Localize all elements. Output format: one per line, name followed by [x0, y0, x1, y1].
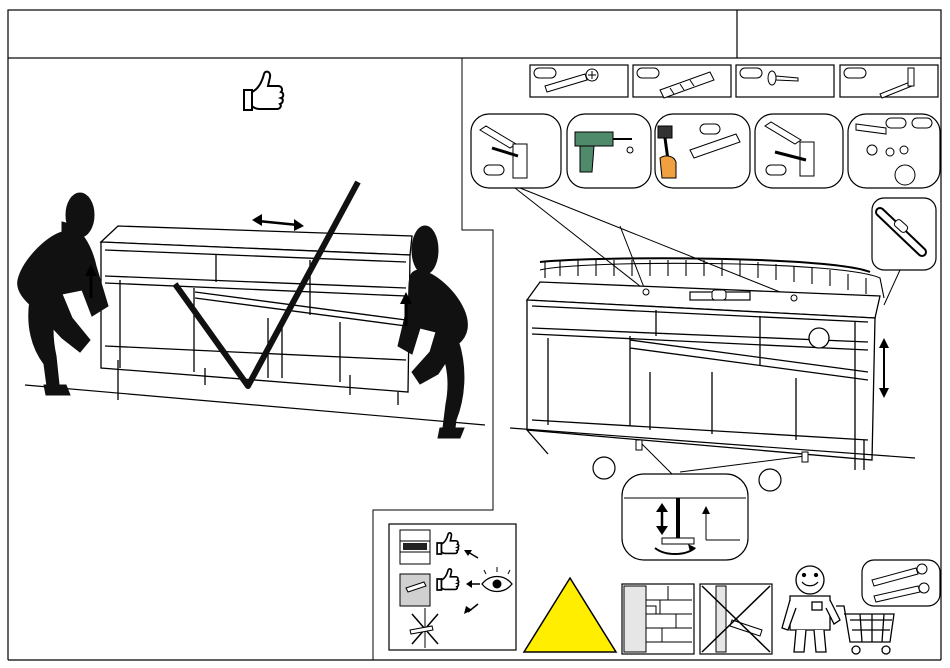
screws-bubble — [862, 560, 940, 606]
wall-detail-inset — [872, 198, 936, 305]
step-drill — [567, 114, 651, 188]
wall-check-box — [389, 524, 516, 650]
step-washer-nut — [848, 114, 940, 188]
cabinet-wall-scene — [510, 258, 915, 560]
step-hammer-plug — [655, 114, 750, 188]
cabinet-left — [101, 226, 412, 405]
lifting-scene — [18, 182, 485, 438]
wall-incorrect-detail — [700, 584, 772, 654]
spirit-level-icon — [690, 290, 750, 300]
person-left — [18, 193, 108, 395]
mascot-icon — [782, 566, 840, 652]
part-screw-long — [530, 65, 628, 97]
header-frame — [8, 10, 941, 58]
steps-row — [471, 114, 940, 188]
shopping-cart-icon — [836, 606, 894, 654]
part-angle-bracket — [840, 65, 938, 98]
foot-callout-right — [759, 469, 781, 491]
step-screw-bracket — [755, 114, 843, 188]
part-wall-plug — [633, 65, 731, 98]
part-screw-short — [736, 65, 834, 97]
warning-triangle-icon — [524, 578, 616, 652]
vertical-adjust-arrow-icon — [879, 338, 889, 398]
thumbs-up-icon — [244, 72, 283, 110]
wall-correct-detail — [622, 584, 694, 654]
foot-adjust-detail — [622, 474, 748, 560]
parts-row — [530, 65, 938, 98]
foot-callout-left — [593, 457, 615, 479]
double-arrow-icon — [252, 214, 304, 231]
step-bracket-screw — [471, 114, 561, 188]
